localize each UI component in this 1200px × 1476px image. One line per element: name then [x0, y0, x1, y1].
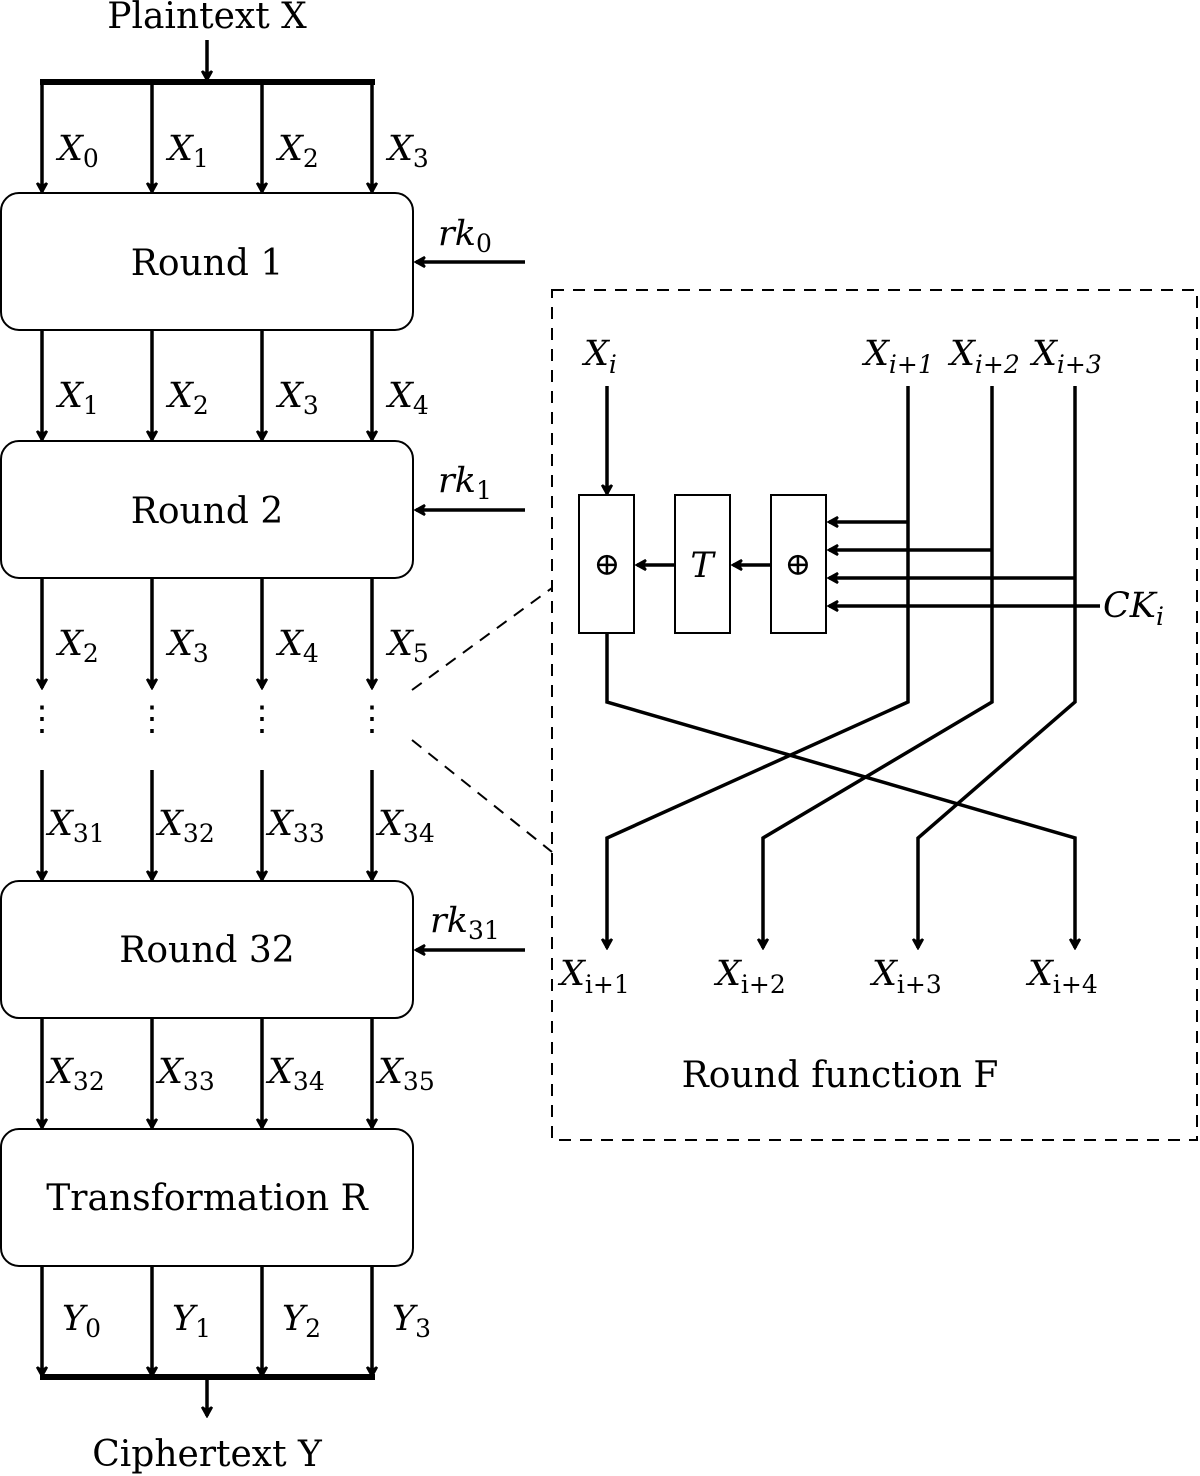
rf-input-xi2: Xi+2 [947, 334, 1020, 379]
var-label: X32 [155, 804, 215, 848]
var-label: X33 [155, 1052, 215, 1096]
var-label: X2 [165, 376, 209, 420]
rk31-label: rk31 [430, 901, 500, 945]
var-label: X34 [265, 1052, 325, 1096]
round-1-box [0, 192, 414, 331]
svg-text:⋮: ⋮ [135, 699, 169, 739]
var-label: Y3 [392, 1299, 431, 1343]
zoom-line-top [411, 587, 553, 691]
y-output-arrows [42, 1266, 372, 1376]
var-label: X2 [275, 129, 319, 173]
var-label: X32 [45, 1052, 105, 1096]
y-output-labels: Y0 Y1 Y2 Y3 [62, 1299, 431, 1343]
transformation-label: Transformation R [46, 1178, 368, 1219]
rf-xor-taps [829, 522, 1100, 606]
round32-output-arrows [42, 1018, 372, 1128]
ellipsis-dots: ⋮ ⋮ ⋮ ⋮ [25, 699, 389, 739]
rk1-label: rk1 [438, 461, 492, 505]
var-label: X3 [385, 129, 429, 173]
svg-text:⋮: ⋮ [355, 699, 389, 739]
var-label: X0 [55, 129, 99, 173]
var-label: X34 [375, 804, 435, 848]
round-function-title: Round function F [682, 1055, 999, 1096]
plaintext-label: Plaintext X [107, 0, 307, 37]
xor-left-box [578, 494, 635, 634]
round1-input-labels: X0 X1 X2 X3 [55, 129, 429, 173]
svg-text:⋮: ⋮ [25, 699, 59, 739]
var-label: Y0 [62, 1299, 101, 1343]
var-label: Y1 [172, 1299, 211, 1343]
rf-output-xi3: Xi+3 [869, 954, 942, 999]
round32-input-labels: X31 X32 X33 X34 [45, 804, 435, 848]
round2-output-labels: X2 X3 X4 X5 [55, 624, 429, 668]
var-label: X4 [385, 376, 429, 420]
round-function-panel [551, 289, 1198, 1141]
rf-input-lines [607, 386, 1075, 948]
round-32-label: Round 32 [119, 930, 294, 971]
var-label: X2 [55, 624, 99, 668]
var-label: X4 [275, 624, 319, 668]
t-label: T [690, 546, 716, 586]
transformation-box [0, 1128, 414, 1267]
rk0-label: rk0 [438, 214, 492, 258]
var-label: X3 [165, 624, 209, 668]
round1-input-arrows [42, 82, 372, 192]
var-label: X5 [385, 624, 429, 668]
rf-input-xi: Xi [581, 334, 617, 379]
ck-label: CKi [1103, 586, 1164, 631]
round-2-box [0, 440, 414, 579]
rf-input-xi1: Xi+1 [861, 334, 934, 379]
round32-input-arrows [42, 770, 372, 880]
var-label: X35 [375, 1052, 435, 1096]
rf-output-xi4: Xi+4 [1025, 954, 1098, 999]
round2-output-arrows [42, 578, 372, 688]
rf-output-xi1: Xi+1 [557, 954, 630, 999]
ciphertext-label: Ciphertext Y [92, 1434, 323, 1475]
xor-left-symbol: ⊕ [594, 545, 621, 583]
round1-output-labels: X1 X2 X3 X4 [55, 376, 429, 420]
round-1-label: Round 1 [131, 243, 284, 284]
round-32-box [0, 880, 414, 1019]
var-label: X31 [45, 804, 105, 848]
xor-right-symbol: ⊕ [785, 545, 812, 583]
var-label: X1 [165, 129, 209, 173]
xor-right-box [770, 494, 827, 634]
rf-output-xi2: Xi+2 [713, 954, 786, 999]
round-2-label: Round 2 [131, 491, 284, 532]
var-label: Y2 [282, 1299, 321, 1343]
rf-input-xi3: Xi+3 [1029, 334, 1102, 379]
round32-output-labels: X32 X33 X34 X35 [45, 1052, 435, 1096]
round1-output-arrows [42, 330, 372, 440]
var-label: X3 [275, 376, 319, 420]
var-label: X1 [55, 376, 99, 420]
svg-text:⋮: ⋮ [245, 699, 279, 739]
zoom-line-bottom [411, 739, 553, 853]
var-label: X33 [265, 804, 325, 848]
